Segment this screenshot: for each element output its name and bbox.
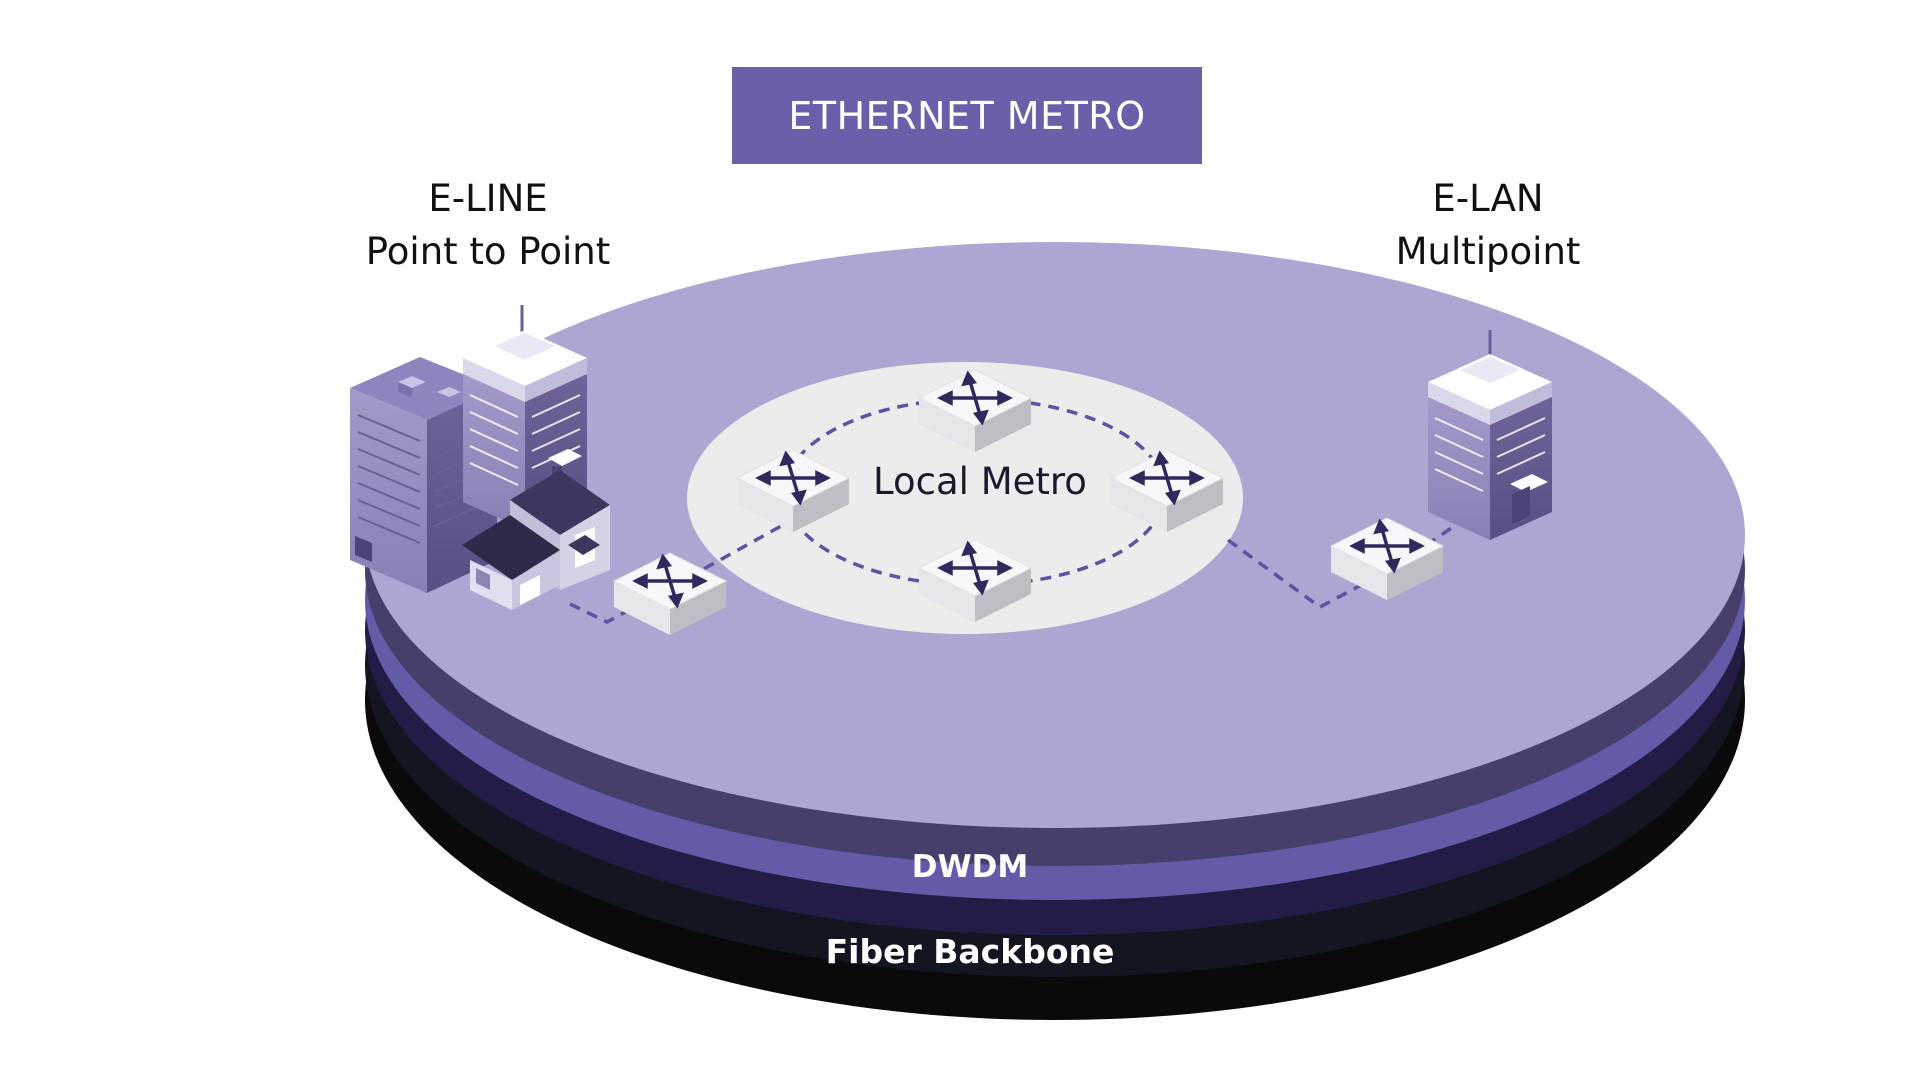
elan-subtitle: Multipoint xyxy=(1395,230,1581,273)
eline-label: E-LINE Point to Point xyxy=(308,172,668,278)
eline-subtitle: Point to Point xyxy=(365,230,611,273)
fiber-backbone-label: Fiber Backbone xyxy=(825,932,1115,971)
eline-title: E-LINE xyxy=(428,177,548,220)
dwdm-layer-label: DWDM xyxy=(911,849,1029,885)
right-office-tower-icon xyxy=(1428,330,1552,540)
local-metro-label: Local Metro xyxy=(873,460,1087,503)
local-metro-disc xyxy=(687,362,1243,634)
banner-title: ETHERNET METRO xyxy=(788,93,1146,138)
house-icon xyxy=(462,470,610,610)
elan-title: E-LAN xyxy=(1432,177,1544,220)
elan-label: E-LAN Multipoint xyxy=(1308,172,1668,278)
ethernet-metro-banner: ETHERNET METRO xyxy=(732,67,1202,164)
